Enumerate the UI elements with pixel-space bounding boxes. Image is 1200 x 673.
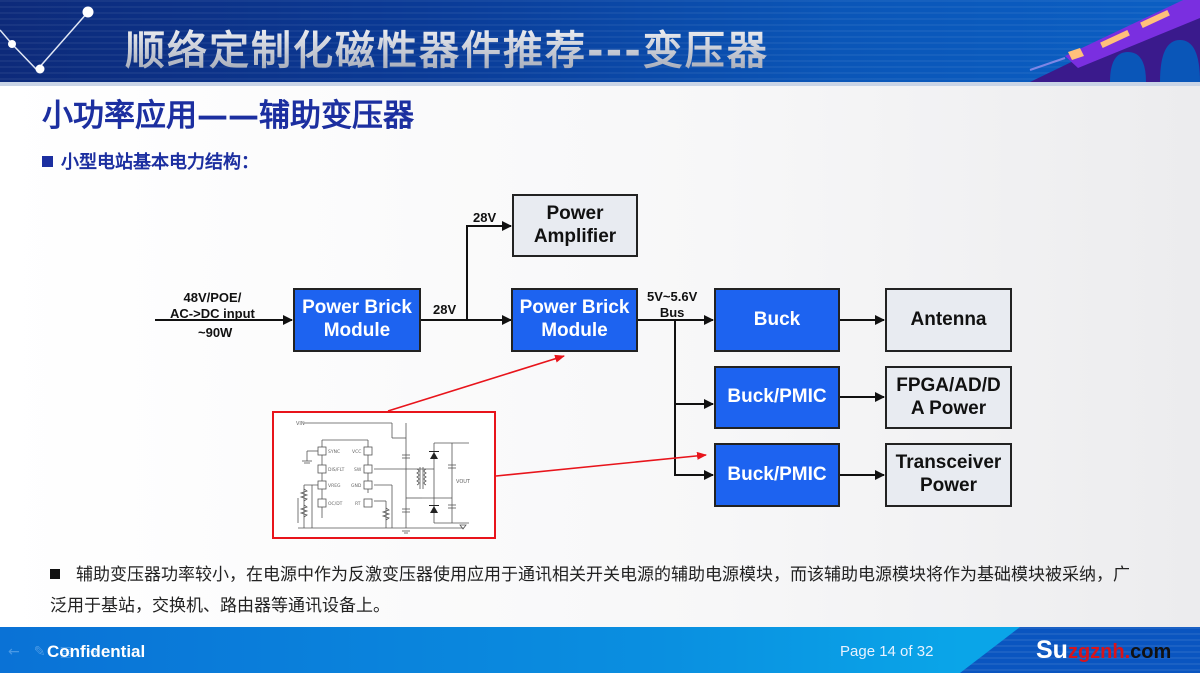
logo-part-2: zgznh. [1067, 641, 1131, 663]
pin-oc-dt: OC/DT [328, 501, 343, 507]
slide-title: 顺络定制化磁性器件推荐---变压器 [125, 18, 769, 76]
brick2-line2: Module [541, 320, 608, 341]
menu-icon[interactable]: ▤ [59, 644, 73, 660]
bullet-square-icon [50, 569, 60, 579]
callout-arrow-pmic [495, 451, 707, 477]
line-chart-decoration-icon [0, 6, 94, 74]
pin-vcc: VCC [352, 449, 361, 455]
section-title: 小功率应用——辅助变压器 [42, 98, 414, 134]
page-number: Page 14 of 32 [840, 643, 934, 660]
pin-dis-flt: DIS/FLT [328, 467, 345, 473]
pen-icon[interactable]: ✎ [33, 644, 46, 660]
bus-label-line1: 5V~5.6V [647, 289, 698, 304]
input-label-line1: 48V/POE/ [183, 290, 242, 305]
buck-pmic-block-2: Buck/PMIC [714, 443, 840, 507]
brick2-line1: Power Brick [519, 297, 630, 319]
bullet-heading: 小型电站基本电力结构： [42, 148, 259, 174]
callout-arrow-brick [387, 354, 565, 412]
slideshow-nav-controls[interactable]: ← ✎ ▤ → [8, 644, 98, 660]
pin-sync: SYNC [328, 449, 340, 455]
bus-trunk [674, 320, 714, 480]
arrow-right-icon[interactable]: → [86, 644, 99, 660]
logo-part-3: com [1130, 641, 1172, 663]
header-stripes [0, 0, 1200, 82]
schematic-drawing-icon: VIN VOUT SYNC DIS/FLT VREG OC/DT VCC SW … [296, 421, 471, 534]
slide-header: 顺络定制化磁性器件推荐---变压器 [0, 0, 1200, 82]
brick1-line1: Power Brick [302, 297, 412, 319]
description-paragraph: 辅助变压器功率较小，在电源中作为反激变压器使用应用于通讯相关开关电源的辅助电源模… [50, 560, 1130, 622]
transceiver-line2: Power [919, 475, 977, 496]
transceiver-line1: Transceiver [895, 452, 1002, 474]
flyback-circuit-schematic: VIN VOUT SYNC DIS/FLT VREG OC/DT VCC SW … [272, 411, 496, 539]
antenna-block: Antenna [885, 288, 1012, 352]
pin-gnd: GND [351, 483, 362, 489]
brick1-line2: Module [323, 320, 391, 341]
input-power-label: ~90W [198, 325, 233, 340]
fpga-line2: A Power [910, 397, 987, 419]
pin-vreg: VREG [328, 483, 341, 489]
confidential-label: Confidential [47, 642, 146, 661]
bullet-square-icon [42, 156, 53, 167]
pa-line1: Power [546, 202, 604, 224]
buck-block: Buck [714, 288, 840, 352]
description-text: 辅助变压器功率较小，在电源中作为反激变压器使用应用于通讯相关开关电源的辅助电源模… [50, 565, 1130, 616]
pa-line2: Amplifier [533, 225, 617, 247]
input-label: 48V/POE/ AC->DC input [170, 290, 255, 323]
header-divider [0, 82, 1200, 86]
input-label-line2: AC->DC input [170, 306, 255, 322]
pin-sw: SW [354, 467, 362, 473]
pa-28v-label: 28V [473, 210, 497, 225]
rail-28v-label: 28V [433, 302, 457, 317]
fpga-line1: FPGA/AD/D [896, 374, 1001, 396]
watermark-logo: Suzgznh.com [1036, 636, 1171, 665]
arrow-left-icon[interactable]: ← [8, 644, 20, 660]
vout-label: VOUT [456, 479, 471, 485]
bus-label: 5V~5.6V Bus [647, 289, 697, 322]
train-illustration-icon [1029, 0, 1200, 82]
bus-label-line2: Bus [659, 305, 685, 321]
vin-label: VIN [296, 421, 305, 427]
logo-part-1: Su [1036, 636, 1068, 664]
bullet-heading-text: 小型电站基本电力结构： [61, 152, 259, 173]
pin-rt: RT [355, 501, 361, 507]
pa-branch-arrow [466, 221, 512, 320]
buck-pmic-block-1: Buck/PMIC [714, 366, 840, 429]
